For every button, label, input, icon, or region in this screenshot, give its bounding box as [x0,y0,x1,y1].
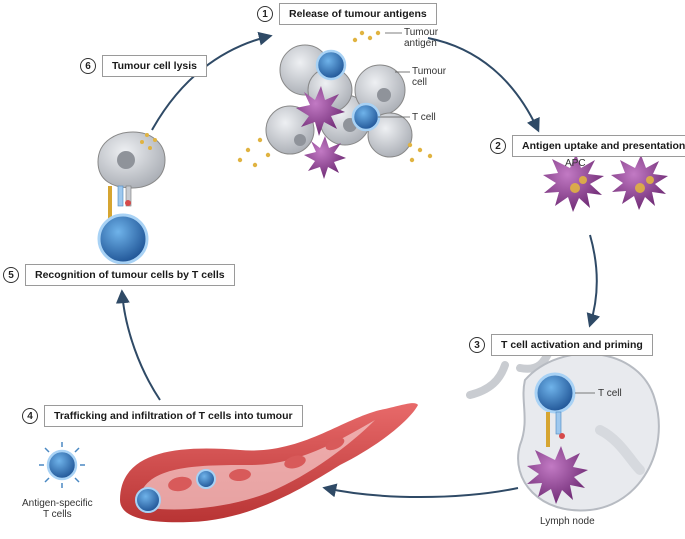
arrow-1-to-2 [427,37,540,133]
step-number: 6 [80,58,96,74]
step-label: Release of tumour antigens [279,3,437,25]
antigen-specific-label: Antigen-specific T cells [22,498,93,520]
arrow-4-to-5 [115,289,161,401]
tumour-cluster [237,30,433,179]
step-5: 5 Recognition of tumour cells by T cells [3,264,235,286]
lysis-cells [97,131,166,265]
step-label: T cell activation and priming [491,334,653,356]
t-cell-label-node: T cell [598,388,622,399]
step-number: 1 [257,6,273,22]
step-label: Recognition of tumour cells by T cells [25,264,235,286]
step-1: 1 Release of tumour antigens [257,3,437,25]
step-label: Trafficking and infiltration of T cells … [44,405,303,427]
arrow-6-to-1 [151,31,273,131]
apc-cells [543,154,668,212]
step-number: 3 [469,337,485,353]
step-number: 4 [22,408,38,424]
step-3: 3 T cell activation and priming [469,334,653,356]
step-6: 6 Tumour cell lysis [80,55,207,77]
lymph-node [466,346,660,512]
step-2: 2 Antigen uptake and presentation [490,135,685,157]
step-number: 5 [3,267,19,283]
tumour-antigen-label: Tumour antigen [404,27,439,49]
t-cell-label-tumour: T cell [412,112,436,123]
step-number: 2 [490,138,506,154]
arrow-2-to-3 [586,234,601,328]
step-4: 4 Trafficking and infiltration of T cell… [22,405,303,427]
step-label: Antigen uptake and presentation [512,135,685,157]
antigen-specific-t-cell [39,442,85,488]
apc-label: APC [565,158,586,169]
blood-vessel [120,403,418,523]
step-label: Tumour cell lysis [102,55,207,77]
arrow-3-to-4 [322,483,519,498]
tumour-cell-label: Tumour cell [412,66,447,88]
lymph-node-label: Lymph node [540,516,595,527]
